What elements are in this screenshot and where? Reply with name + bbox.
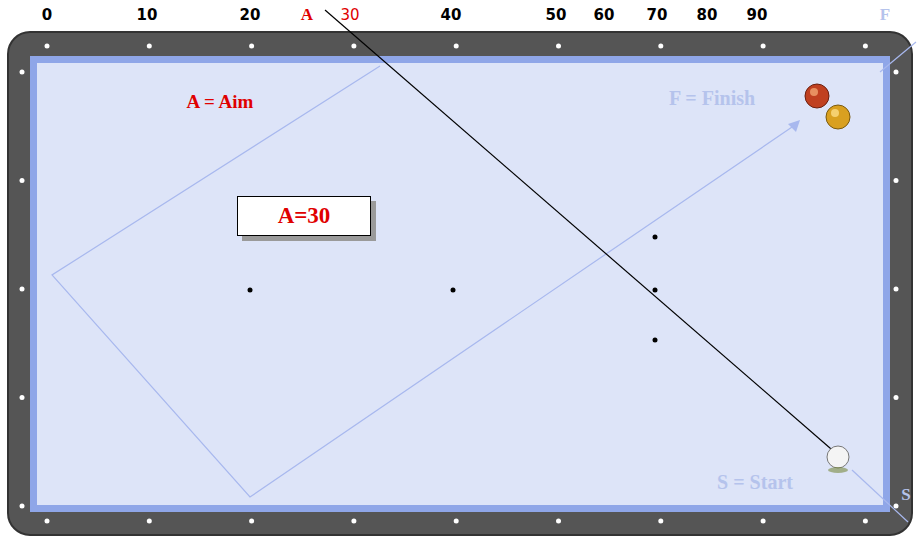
table-label: 0 bbox=[42, 8, 52, 23]
table-label: S = Start bbox=[717, 472, 793, 492]
aim-value: A=30 bbox=[278, 203, 331, 228]
table-label: 70 bbox=[647, 8, 668, 23]
table-label: A bbox=[301, 6, 313, 23]
table-label: F bbox=[880, 6, 890, 23]
table-label: S bbox=[901, 486, 910, 503]
table-label: 80 bbox=[697, 8, 718, 23]
table-label: 10 bbox=[137, 8, 158, 23]
table-label: 20 bbox=[240, 8, 261, 23]
table-label: 30 bbox=[340, 8, 359, 23]
table-label: A = Aim bbox=[187, 92, 254, 111]
table-label: 50 bbox=[546, 8, 567, 23]
table-label: F = Finish bbox=[669, 88, 755, 108]
table-label: 40 bbox=[441, 8, 462, 23]
table-label: 60 bbox=[594, 8, 615, 23]
table-label: 90 bbox=[747, 8, 768, 23]
aim-box: A=30 bbox=[237, 196, 371, 236]
